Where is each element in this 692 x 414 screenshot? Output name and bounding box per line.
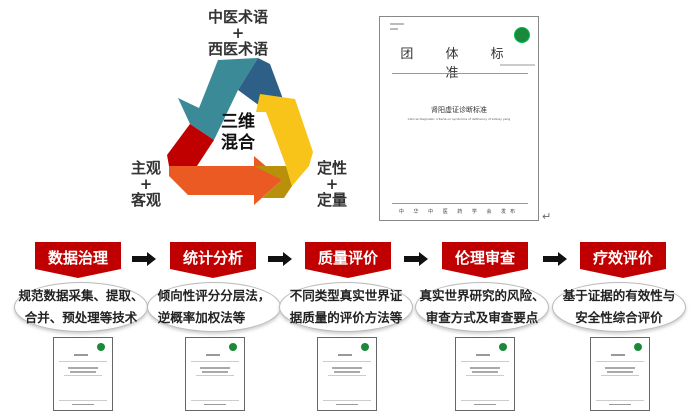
doc-rule: [392, 73, 528, 74]
label-line: 定性: [316, 159, 347, 177]
label-terminology: 中医术语 + 西医术语: [200, 9, 276, 57]
standard-thumbnail: [317, 337, 377, 411]
cycle-yellow-arrow: [256, 94, 313, 186]
doc-publisher: 中 华 中 医 药 学 会 发布: [398, 209, 520, 215]
doc-rule: [392, 203, 528, 204]
desc-line: 合并、预处理等技术: [24, 310, 138, 325]
label-line: 客观: [130, 191, 161, 209]
center-label: 三维 混合: [214, 112, 262, 154]
step-ethics-review: 伦理审查: [442, 242, 528, 278]
step-label: 统计分析: [182, 249, 243, 267]
standard-thumbnail: [590, 337, 650, 411]
desc-line: 规范数据采集、提取、: [18, 288, 144, 303]
step-banner: [442, 242, 528, 278]
standard-document-cover: 团 体 标 准 肾阳虚证诊断标准 Clinical diagnostic cri…: [379, 16, 539, 221]
step-label: 伦理审查: [454, 249, 515, 267]
step-label: 数据治理: [47, 249, 108, 267]
label-line: +: [325, 175, 339, 193]
desc-line: 真实世界研究的风险、: [419, 288, 545, 303]
document-thumbnail-icon: [461, 343, 509, 405]
document-thumbnail-icon: [59, 343, 107, 405]
doc-number-line: [500, 64, 535, 66]
doc-header: 团 体 标 准: [400, 47, 518, 81]
document-thumbnail-icon: [191, 343, 239, 405]
standard-thumbnail: [185, 337, 245, 411]
step-description: 真实世界研究的风险、审查方式及审查要点: [415, 282, 549, 332]
document-thumbnail-icon: [596, 343, 644, 405]
desc-line: 基于证据的有效性与: [562, 288, 676, 303]
standard-thumbnail: [455, 337, 515, 411]
step-data-governance: 数据治理: [35, 242, 121, 278]
doc-title: 肾阳虚证诊断标准: [431, 106, 487, 114]
step-description: 倾向性评分分层法， 逆概率加权法等: [147, 282, 281, 332]
arrow-right-icon: [404, 252, 428, 266]
label-line: 中医术语: [207, 8, 268, 26]
label-line: +: [139, 175, 153, 193]
label-line: 西医术语: [207, 40, 268, 58]
arrow-right-icon: [268, 252, 292, 266]
step-efficacy-evaluation: 疗效评价: [580, 242, 666, 278]
document-thumbnail-icon: [323, 343, 371, 405]
cycle-red-segment: [167, 124, 214, 166]
return-mark-icon: ↵: [542, 210, 552, 223]
label-subjective-objective: 主观 + 客观: [126, 160, 166, 208]
step-banner: [170, 242, 256, 278]
cycle-orange-arrow: [169, 156, 282, 205]
doc-subtitle: Clinical diagnostic criteria on syndrome…: [407, 117, 511, 121]
step-quality-evaluation: 质量评价: [305, 242, 391, 278]
desc-line: 安全性综合评价: [575, 310, 663, 325]
desc-line: 倾向性评分分层法，: [157, 288, 271, 303]
desc-line: 审查方式及审查要点: [425, 310, 539, 325]
label-line: 主观: [130, 159, 161, 177]
arrow-right-icon: [543, 252, 567, 266]
three-dimension-cycle-graphic: [167, 58, 313, 205]
desc-line: 据质量的评价方法等: [289, 310, 403, 325]
step-description: 不同类型真实世界证据质量的评价方法等: [279, 282, 413, 332]
step-banner: [305, 242, 391, 278]
logo-icon: [514, 27, 530, 43]
cycle-teal-arrow: [178, 58, 258, 140]
label-line: 三维: [221, 112, 255, 132]
step-banner: [580, 242, 666, 278]
standard-thumbnail: [53, 337, 113, 411]
doc-code-line: [390, 23, 404, 25]
step-label: 质量评价: [317, 249, 378, 267]
doc-code-line: [390, 28, 398, 30]
step-description: 规范数据采集、提取、合并、预处理等技术: [14, 282, 148, 332]
step-description: 基于证据的有效性与安全性综合评价: [552, 282, 686, 332]
label-line: 混合: [221, 133, 255, 153]
step-label: 疗效评价: [592, 249, 653, 267]
label-line: +: [231, 24, 245, 42]
desc-line: 逆概率加权法等: [157, 310, 246, 325]
step-banner: [35, 242, 121, 278]
desc-line: 不同类型真实世界证: [289, 288, 403, 303]
label-qualitative-quantitative: 定性 + 定量: [312, 160, 352, 208]
step-statistical-analysis: 统计分析: [170, 242, 256, 278]
cycle-gold-segment: [254, 166, 292, 198]
label-line: 定量: [316, 191, 347, 209]
arrow-right-icon: [132, 252, 156, 266]
